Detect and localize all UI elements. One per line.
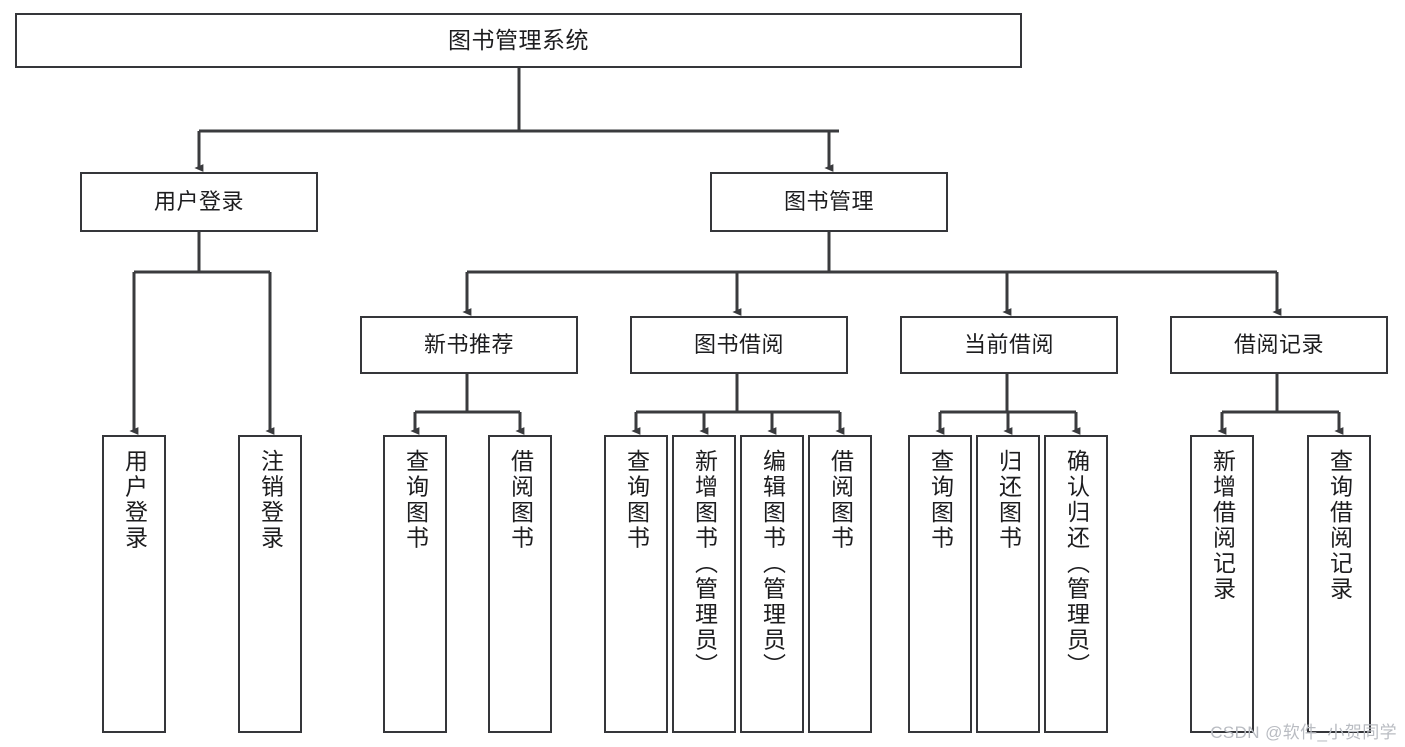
node-label: 用户登录 <box>153 189 244 215</box>
node-label: 查询图书 <box>623 449 650 551</box>
node-label: 归还图书 <box>995 449 1022 551</box>
leaf-query-borrowing-record[interactable]: 查询借阅记录 <box>1307 435 1371 733</box>
leaf-confirm-return-admin[interactable]: 确认归还（管理员） <box>1044 435 1108 733</box>
node-label: 借阅记录 <box>1233 332 1324 358</box>
node-user-login[interactable]: 用户登录 <box>80 172 318 232</box>
node-label: 查询图书 <box>402 449 429 551</box>
node-book-management[interactable]: 图书管理 <box>710 172 948 232</box>
node-label: 查询图书 <box>927 449 954 551</box>
node-label: 新书推荐 <box>423 332 514 358</box>
node-current-borrowing[interactable]: 当前借阅 <box>900 316 1118 374</box>
node-label: 用户登录 <box>121 449 148 551</box>
node-label: 借阅图书 <box>827 449 854 551</box>
leaf-add-borrowing-record[interactable]: 新增借阅记录 <box>1190 435 1254 733</box>
leaf-query-book-borrowing[interactable]: 查询图书 <box>604 435 668 733</box>
node-label: 编辑图书（管理员） <box>759 449 786 679</box>
node-label: 图书管理 <box>783 189 874 215</box>
node-label: 新增图书（管理员） <box>691 449 718 679</box>
leaf-user-login[interactable]: 用户登录 <box>102 435 166 733</box>
node-new-book-recommendation[interactable]: 新书推荐 <box>360 316 578 374</box>
node-label: 图书管理系统 <box>448 26 589 53</box>
node-book-borrowing[interactable]: 图书借阅 <box>630 316 848 374</box>
node-label: 图书借阅 <box>693 332 784 358</box>
csdn-watermark: CSDN @软件_小贺同学 <box>1210 723 1397 742</box>
leaf-query-book-current[interactable]: 查询图书 <box>908 435 972 733</box>
node-label: 借阅图书 <box>507 449 534 551</box>
node-borrowing-record[interactable]: 借阅记录 <box>1170 316 1388 374</box>
leaf-logout[interactable]: 注销登录 <box>238 435 302 733</box>
node-label: 新增借阅记录 <box>1209 449 1236 602</box>
node-label: 注销登录 <box>257 449 284 551</box>
node-label: 确认归还（管理员） <box>1063 449 1090 679</box>
leaf-borrow-book-borrowing[interactable]: 借阅图书 <box>808 435 872 733</box>
leaf-edit-book-admin[interactable]: 编辑图书（管理员） <box>740 435 804 733</box>
node-root-library-system[interactable]: 图书管理系统 <box>15 13 1022 68</box>
leaf-borrow-book-recommendation[interactable]: 借阅图书 <box>488 435 552 733</box>
leaf-query-book-recommendation[interactable]: 查询图书 <box>383 435 447 733</box>
leaf-return-book[interactable]: 归还图书 <box>976 435 1040 733</box>
leaf-add-book-admin[interactable]: 新增图书（管理员） <box>672 435 736 733</box>
node-label: 查询借阅记录 <box>1326 449 1353 602</box>
node-label: 当前借阅 <box>963 332 1054 358</box>
